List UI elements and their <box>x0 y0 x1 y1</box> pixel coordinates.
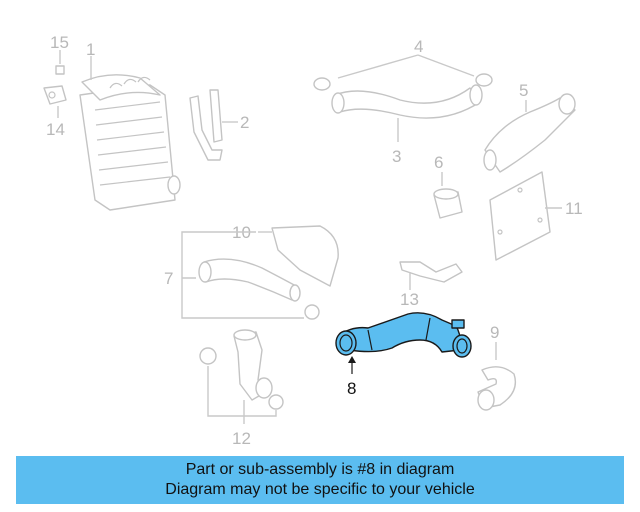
part-8-charge-pipe[interactable] <box>335 312 472 358</box>
callout-9: 9 <box>490 323 499 342</box>
part-11-shield <box>489 171 562 261</box>
callout-8: 8 <box>347 379 356 398</box>
callout-15: 15 <box>50 33 69 52</box>
part-4-clamps <box>313 54 493 91</box>
callout-7: 7 <box>164 269 173 288</box>
callout-2: 2 <box>240 113 249 132</box>
callout-4: 4 <box>414 37 423 56</box>
part-6-coupler <box>433 172 463 219</box>
callout-12: 12 <box>232 429 251 448</box>
banner-line-1: Part or sub-assembly is #8 in diagram <box>185 461 455 478</box>
part-3-intake-hose <box>331 84 483 142</box>
callout-11: 11 <box>565 199 583 218</box>
callout-6: 6 <box>434 153 443 172</box>
callout-14: 14 <box>46 120 65 139</box>
part-13-bracket <box>399 261 463 290</box>
part-14-bracket <box>43 85 67 118</box>
callout-1: 1 <box>86 40 95 59</box>
part-12-assembly <box>199 329 284 424</box>
callout-13: 13 <box>400 290 419 309</box>
callout-5: 5 <box>519 81 528 100</box>
banner-line-2: Diagram may not be specific to your vehi… <box>165 481 475 498</box>
info-banner: Part or sub-assembly is #8 in diagram Di… <box>16 456 624 504</box>
part-10-shroud <box>258 225 339 287</box>
part-1-intercooler <box>79 74 181 211</box>
part-7-hose <box>181 231 320 320</box>
part-9-elbow-hose <box>477 342 517 411</box>
part-5-air-duct <box>483 93 576 173</box>
part-2-bracket <box>189 89 238 161</box>
part-15-bolt <box>55 50 65 75</box>
callout-3: 3 <box>392 147 401 166</box>
